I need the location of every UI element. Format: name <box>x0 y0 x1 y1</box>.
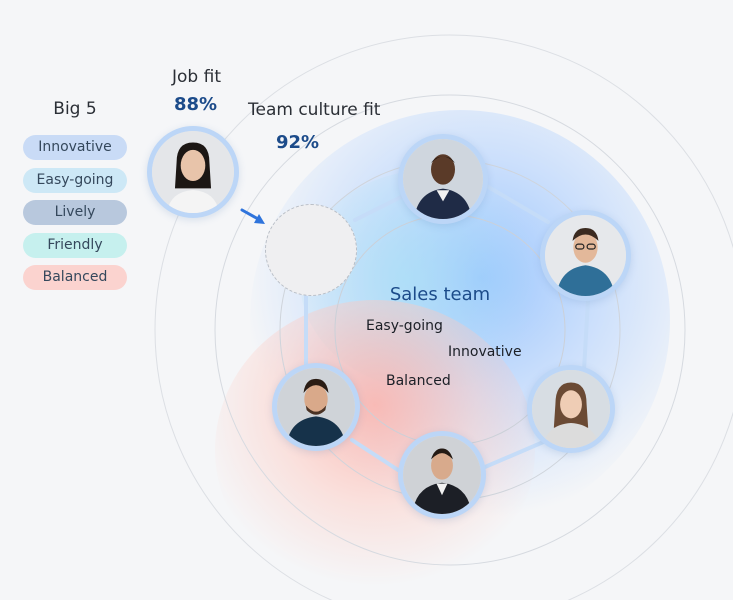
job-fit-value: 88% <box>174 94 218 115</box>
person-icon <box>545 215 626 296</box>
team-fit-value: 92% <box>276 132 320 153</box>
candidate-avatar[interactable] <box>147 126 239 218</box>
trait-pill-friendly: Friendly <box>23 233 127 258</box>
team-title: Sales team <box>389 284 491 305</box>
trait-pill-balanced: Balanced <box>23 265 127 290</box>
person-icon <box>152 131 234 213</box>
trait-pill-easy-going: Easy-going <box>23 168 127 193</box>
team-member-avatar-5[interactable] <box>272 363 360 451</box>
team-connectors <box>304 183 590 472</box>
team-member-avatar-3[interactable] <box>527 365 615 453</box>
team-trait-easy-going: Easy-going <box>366 318 443 334</box>
trait-pill-lively: Lively <box>23 200 127 225</box>
person-icon <box>277 368 355 446</box>
big5-title: Big 5 <box>53 99 97 119</box>
team-trait-balanced: Balanced <box>386 373 451 389</box>
trait-pill-innovative: Innovative <box>23 135 127 160</box>
job-fit-label: Job fit <box>172 67 221 87</box>
arrow-icon <box>240 208 265 224</box>
person-icon <box>403 436 481 514</box>
person-icon <box>532 370 610 448</box>
team-member-avatar-1[interactable] <box>398 134 488 224</box>
person-icon <box>403 139 483 219</box>
team-member-avatar-4[interactable] <box>398 431 486 519</box>
team-trait-innovative: Innovative <box>448 344 522 360</box>
team-fit-label: Team culture fit <box>248 100 381 120</box>
team-member-avatar-2[interactable] <box>540 210 631 301</box>
candidate-slot-placeholder <box>265 204 357 296</box>
